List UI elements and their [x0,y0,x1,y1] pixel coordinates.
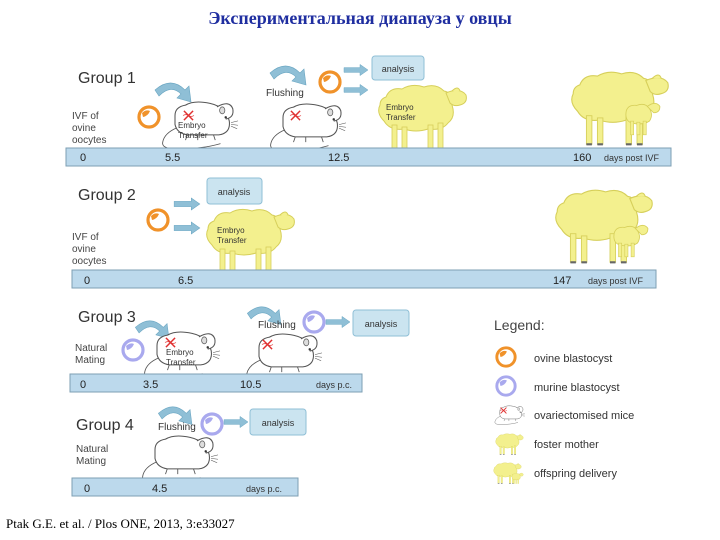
group-1-transfer-label-2: Transfer [178,131,208,140]
legend-item-offspring: offspring delivery [534,468,617,480]
ovine-blastocyst-icon [495,346,517,368]
group-2-analysis-box [206,177,263,205]
mouse-icon [494,405,526,425]
group-2-transfer-label-2: Transfer [217,236,247,245]
group-1-tick-1: 5.5 [165,152,180,164]
group-3-tick-0: 0 [80,379,86,391]
group-1-source-line-2: ovine [72,123,96,134]
group-2-tick-0: 0 [84,275,90,287]
group-1-transfer2-label-2: Transfer [386,113,416,122]
group-1: Group 1 IVF of ovine oocytes Embryo Tran… [65,55,672,167]
ovine-blastocyst-icon [146,208,170,232]
group-2-tick-1: 6.5 [178,275,193,287]
group-3-source-line-2: Mating [75,355,105,366]
group-3-source-line-1: Natural [75,343,107,354]
mouse-icon [142,435,219,484]
sheep-icon [493,462,522,484]
group-1-flushing-label: Flushing [266,88,304,99]
arrow-icon [173,197,201,211]
group-1-source-line-3: oocytes [72,135,106,146]
murine-blastocyst-icon [302,310,326,334]
lamb-icon [613,224,649,258]
group-1-transfer-label-1: Embryo [178,121,206,130]
group-2-unit: days post IVF [588,276,644,286]
group-3: Group 3 Natural Mating Embryo Transfer F… [69,306,410,393]
group-4-label: Group 4 [76,417,134,434]
group-4-analysis-label: analysis [262,418,295,428]
group-1-unit: days post IVF [604,153,660,163]
ovine-blastocyst-icon [318,70,342,94]
group-4-tick-1: 4.5 [152,483,167,495]
arrow-icon [343,64,369,76]
legend-item-ovine: ovine blastocyst [534,353,612,365]
group-2-source-line-3: oocytes [72,256,106,267]
curved-arrow-icon [269,65,307,86]
murine-blastocyst-icon [121,338,145,362]
lamb-icon [625,102,661,136]
group-2-label: Group 2 [78,187,136,204]
group-1-analysis-box [371,55,425,81]
legend-item-foster-mother: foster mother [534,439,599,451]
group-1-tick-0: 0 [80,152,86,164]
legend: Legend: ovine blastocyst murine blastocy… [493,317,634,484]
group-3-tick-1: 3.5 [143,379,158,391]
group-4-analysis-box [249,408,307,436]
group-1-tick-2: 12.5 [328,152,349,164]
group-3-label: Group 3 [78,309,136,326]
group-1-tick-3: 160 [573,152,591,164]
group-4-source-line-1: Natural [76,444,108,455]
group-2-analysis-label: analysis [218,187,251,197]
murine-blastocyst-icon [200,412,224,436]
group-4-unit: days p.c. [246,484,282,494]
arrow-icon [343,84,369,96]
mouse-icon [270,103,347,152]
arrow-icon [173,221,201,235]
lamb-icon [511,472,524,484]
legend-title: Legend: [494,317,545,333]
group-1-timeline-bar [65,147,672,167]
arrow-icon [325,316,351,328]
group-2-timeline-bar [71,269,657,289]
group-1-transfer2-label-1: Embryo [386,103,414,112]
arrow-icon [223,416,249,428]
group-4-timeline-bar [71,477,299,497]
group-2: Group 2 IVF of ovine oocytes analysis Em… [71,177,657,289]
citation: Ptak G.E. et al. / Plos ONE, 2013, 3:e33… [6,516,235,531]
group-3-timeline-bar [69,373,363,393]
group-1-label: Group 1 [78,70,136,87]
group-4-tick-0: 0 [84,483,90,495]
foster-mother-icon [554,188,654,264]
group-1-source-line-1: IVF of [72,111,99,122]
group-1-analysis-label: analysis [382,64,415,74]
group-3-transfer-label-2: Transfer [166,358,196,367]
group-2-transfer-label-1: Embryo [217,226,245,235]
group-3-tick-2: 10.5 [240,379,261,391]
group-2-tick-2: 147 [553,275,571,287]
group-2-source-line-1: IVF of [72,232,99,243]
legend-item-ovx-mice: ovariectomised mice [534,410,634,422]
group-3-unit: days p.c. [316,380,352,390]
group-4: Group 4 Natural Mating Flushing analysis… [71,406,307,497]
group-3-analysis-box [352,309,410,337]
curved-arrow-icon [154,82,192,103]
group-3-flushing-label: Flushing [258,320,296,331]
murine-blastocyst-icon [495,375,517,397]
group-2-source-line-2: ovine [72,244,96,255]
group-4-source-line-2: Mating [76,456,106,467]
legend-item-murine: murine blastocyst [534,382,620,394]
group-3-analysis-label: analysis [365,319,398,329]
ovine-blastocyst-icon [137,105,161,129]
group-3-transfer-label-1: Embryo [166,348,194,357]
slide-title: Экспериментальная диапауза у овцы [208,8,512,28]
group-4-flushing-label: Flushing [158,422,196,433]
foster-mother-icon [495,433,524,455]
